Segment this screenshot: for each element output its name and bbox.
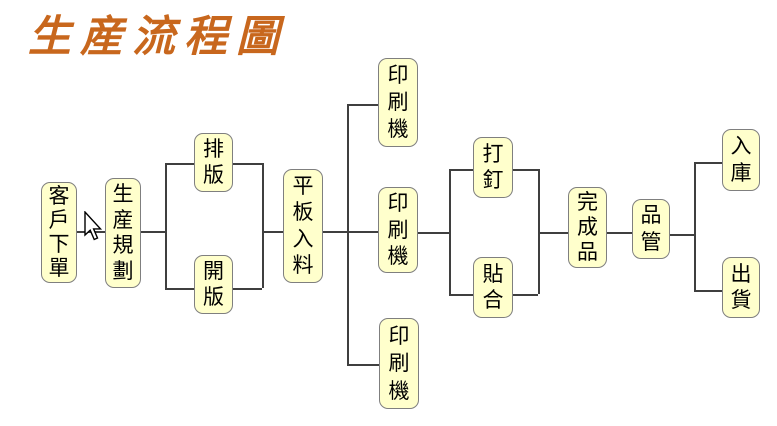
node-label-char: 下 [48,232,70,256]
node-label-char: 庫 [730,161,752,185]
connector-line-h-12 [538,232,568,234]
mouse-cursor-icon [84,211,103,241]
node-label-char: 貨 [730,288,752,313]
node-label-char: 單 [48,256,70,280]
node-label-char: 排 [203,137,224,161]
flowchart-node-production-planning[interactable]: 生産規劃 [105,178,141,288]
node-label-char: 機 [387,117,409,141]
connector-line-h-5 [323,231,347,233]
node-label-char: 開 [203,259,224,283]
flowchart-node-flat-board-feeding[interactable]: 平板入料 [283,169,323,283]
node-label-char: 平 [292,173,314,198]
flowchart-node-printing-machine-2[interactable]: 印刷機 [378,187,418,273]
flowchart-node-customer-order[interactable]: 客戶下單 [41,182,77,283]
connector-line-h-14 [670,234,694,236]
node-label-char: 出 [730,261,752,286]
flowchart-node-quality-control[interactable]: 品管 [632,199,670,259]
node-label-char: 機 [387,243,409,268]
node-label-char: 料 [292,253,314,278]
node-label-char: 産 [112,207,134,232]
node-label-char: 印 [388,323,410,348]
node-label-char: 完 [577,190,598,214]
flowchart-node-stapling[interactable]: 打釘 [473,137,513,198]
node-label-char: 規 [112,233,134,258]
node-label-char: 生 [112,181,134,206]
flowchart-node-typesetting[interactable]: 排版 [194,133,233,192]
flowchart-node-finished-product[interactable]: 完成品 [568,187,607,268]
flowchart-node-warehousing[interactable]: 入庫 [722,129,760,191]
connector-line-v-0 [165,163,167,288]
node-label-char: 合 [482,288,504,313]
connector-line-h-8 [347,364,379,366]
connector-line-v-3 [449,169,451,294]
node-label-char: 刷 [388,351,410,375]
flowchart-node-laminating[interactable]: 貼合 [473,257,513,318]
node-label-char: 釘 [482,168,504,193]
node-label-char: 打 [482,141,504,166]
connector-line-h-4 [262,231,283,233]
connector-line-h-0 [77,231,105,233]
node-label-char: 機 [388,378,410,403]
flowchart-node-shipping[interactable]: 出貨 [722,257,760,318]
flowchart-node-printing-machine-1[interactable]: 印刷機 [378,58,418,147]
connector-line-h-15 [694,162,722,164]
node-label-char: 刷 [387,217,409,242]
connector-line-h-16 [694,290,722,292]
node-label-char: 刷 [387,90,409,114]
connector-line-v-5 [694,162,696,290]
flowchart-node-plate-making[interactable]: 開版 [194,255,233,314]
node-label-char: 劃 [112,259,134,284]
node-label-char: 貼 [482,261,504,286]
node-label-char: 版 [203,163,224,187]
connector-line-v-1 [262,163,264,288]
connector-line-v-4 [538,169,540,294]
node-label-char: 板 [292,200,314,225]
node-label-char: 入 [730,134,752,158]
node-label-char: 印 [387,191,409,216]
node-label-char: 客 [48,184,70,208]
node-label-char: 品 [577,240,598,264]
node-label-char: 管 [640,229,662,254]
slide-title: 生産流程圖 [28,12,288,62]
connector-line-v-2 [347,104,349,364]
node-label-char: 品 [640,203,662,228]
connector-line-h-6 [347,104,378,106]
connector-line-h-9 [418,232,449,234]
node-label-char: 成 [577,215,598,239]
node-label-char: 印 [387,63,409,87]
node-label-char: 版 [203,285,224,309]
connector-line-h-1 [140,231,165,233]
flowchart-node-printing-machine-3[interactable]: 印刷機 [379,318,419,409]
connector-line-h-13 [607,232,632,234]
connector-line-h-7 [347,231,378,233]
node-label-char: 入 [292,226,314,251]
node-label-char: 戶 [48,208,70,232]
